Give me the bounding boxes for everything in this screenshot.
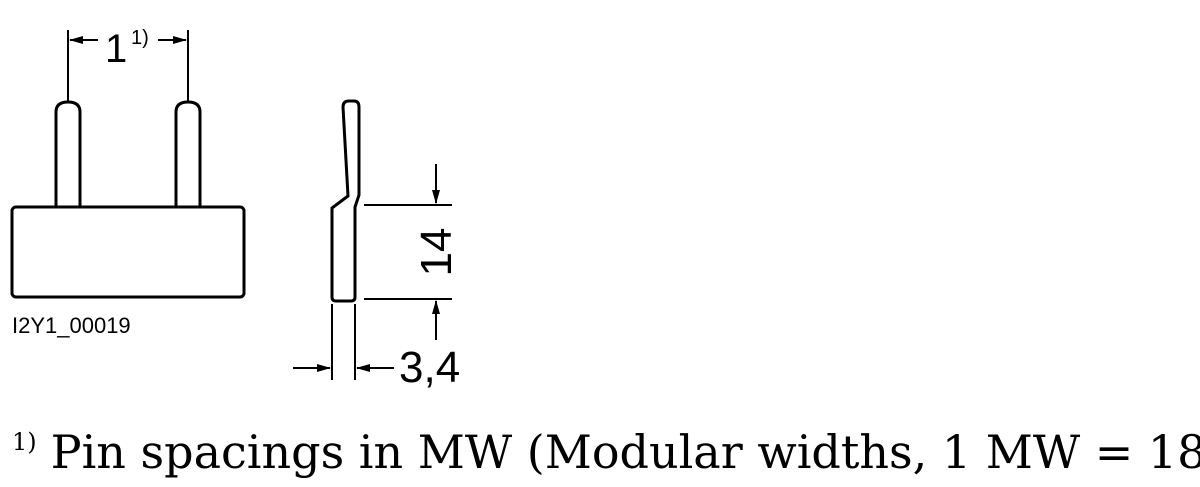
front-view <box>10 100 246 299</box>
height-dimension <box>364 164 452 340</box>
drawing-code: I2Y1_00019 <box>12 313 131 338</box>
side-profile <box>330 99 361 303</box>
side-view <box>330 99 361 303</box>
thickness-label: 3,4 <box>399 343 460 392</box>
footnote-text: Pin spacings in MW (Modular widths, 1 MW… <box>50 425 1200 479</box>
height-label: 14 <box>412 228 461 277</box>
technical-drawing: 1 1) I2Y1_00019 14 3,4 <box>10 27 461 392</box>
footnote: 1) Pin spacings in MW (Modular widths, 1 … <box>12 412 1200 482</box>
pin-spacing-dimension <box>67 30 189 102</box>
pin-spacing-label: 1 <box>105 27 127 71</box>
right-pin <box>174 100 202 207</box>
left-pin <box>54 100 82 207</box>
pin-spacing-footnote-mark: 1) <box>131 27 149 49</box>
footnote-mark: 1) <box>12 428 37 456</box>
base-body <box>10 205 246 299</box>
thickness-dimension <box>293 304 394 380</box>
